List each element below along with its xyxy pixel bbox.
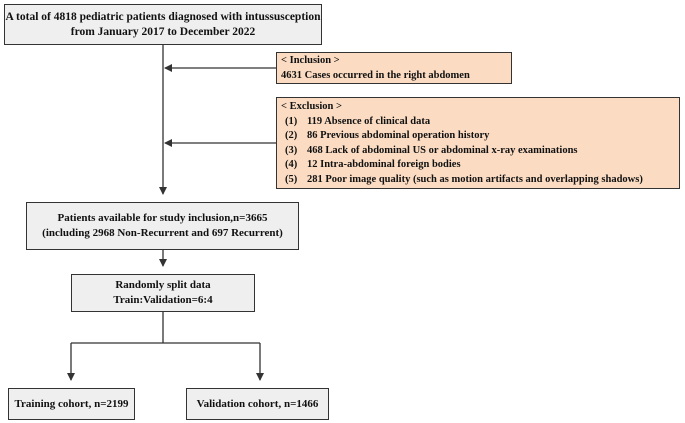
- split-box: Randomly split data Train:Validation=6:4: [71, 274, 255, 312]
- exclusion-item: (1) 119 Absence of clinical data: [277, 115, 679, 130]
- exclusion-item: (4) 12 Intra-abdominal foreign bodies: [277, 158, 679, 173]
- validation-cohort-box: Validation cohort, n=1466: [186, 388, 329, 420]
- exclusion-item-number: (3): [285, 144, 298, 156]
- training-cohort-box: Training cohort, n=2199: [8, 388, 135, 420]
- exclusion-item: (3) 468 Lack of abdominal US or abdominal…: [277, 144, 679, 159]
- training-label: Training cohort, n=2199: [14, 397, 129, 410]
- exclusion-item-text: 86 Previous abdominal operation history: [307, 130, 490, 142]
- split-line-1: Randomly split data: [115, 279, 211, 291]
- available-box: Patients available for study inclusion,n…: [26, 202, 299, 250]
- exclusion-item-number: (5): [285, 173, 298, 185]
- validation-label: Validation cohort, n=1466: [196, 397, 319, 410]
- exclusion-item-text: 12 Intra-abdominal foreign bodies: [307, 159, 461, 171]
- available-line-2: (including 2968 Non-Recurrent and 697 Re…: [42, 227, 283, 239]
- exclusion-item-text: 281 Poor image quality (such as motion a…: [307, 173, 643, 185]
- exclusion-title: < Exclusion >: [281, 101, 342, 112]
- inclusion-title: < Inclusion >: [281, 55, 340, 66]
- start-line-1: A total of 4818 pediatric patients diagn…: [5, 10, 321, 23]
- exclusion-box: < Exclusion > (1) 119 Absence of clinical…: [276, 97, 680, 189]
- exclusion-item-text: 119 Absence of clinical data: [307, 115, 431, 127]
- inclusion-box: < Inclusion > 4631 Cases occurred in the…: [276, 52, 512, 84]
- exclusion-item: (5) 281 Poor image quality (such as motio…: [277, 173, 679, 188]
- inclusion-item: 4631 Cases occurred in the right abdomen: [281, 69, 470, 81]
- exclusion-item-number: (1): [285, 115, 298, 127]
- exclusion-item-text: 468 Lack of abdominal US or abdominal x-…: [307, 144, 578, 156]
- exclusion-item: (2) 86 Previous abdominal operation histo…: [277, 129, 679, 144]
- split-line-2: Train:Validation=6:4: [113, 294, 213, 306]
- start-box: A total of 4818 pediatric patients diagn…: [4, 4, 322, 45]
- available-line-1: Patients available for study inclusion,n…: [57, 212, 268, 224]
- exclusion-item-number: (2): [285, 130, 298, 142]
- exclusion-item-number: (4): [285, 159, 298, 171]
- start-line-2: from January 2017 to December 2022: [70, 25, 256, 38]
